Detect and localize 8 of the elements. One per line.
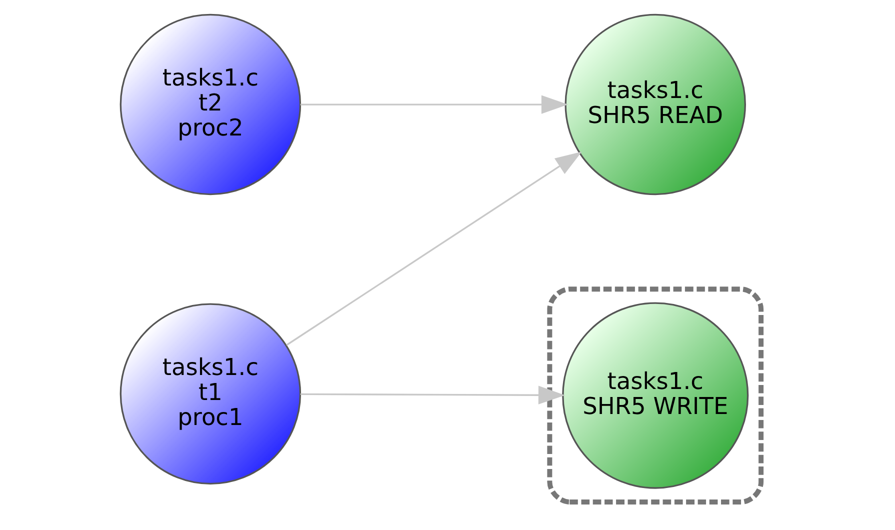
node-circle: tasks1.c t1 proc1 bbox=[120, 303, 302, 484]
arrow bbox=[286, 152, 582, 346]
arrow bbox=[300, 95, 568, 114]
node-circle: tasks1.c SHR5 WRITE bbox=[562, 302, 749, 489]
cluster bbox=[547, 286, 764, 504]
arrow bbox=[300, 386, 566, 404]
node-circle: tasks1.c t2 proc2 bbox=[120, 14, 302, 196]
node-circle: tasks1.c SHR5 READ bbox=[564, 14, 746, 196]
